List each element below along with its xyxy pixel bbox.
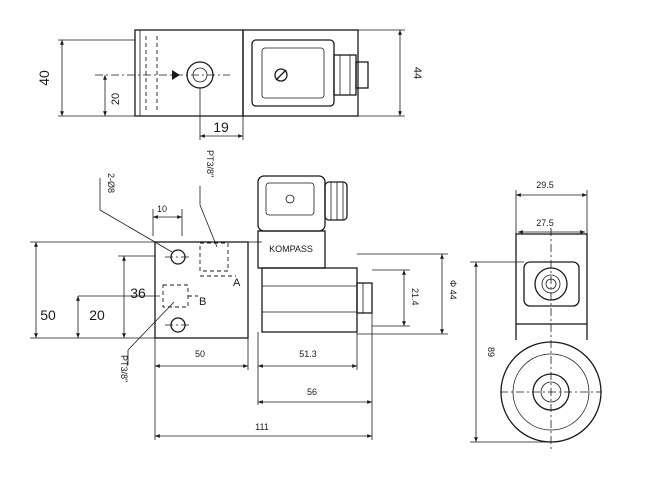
dim-coil-diameter: Φ 44 xyxy=(448,280,458,300)
dim-top-offset: 19 xyxy=(213,119,229,135)
dim-side-inner: 27.5 xyxy=(536,218,554,228)
dim-overall-length: 111 xyxy=(255,422,269,432)
front-view: A B KOMPASS 2-Ø8 PT3/8" PT3/8" 10 xyxy=(30,150,458,440)
dim-side-outer: 29.5 xyxy=(536,180,554,190)
dim-front-height: 50 xyxy=(40,307,56,323)
port-a-label: A xyxy=(233,277,241,289)
dim-coil-start: 51.3 xyxy=(299,349,317,359)
side-nut-circle xyxy=(534,267,568,301)
dim-top-coil: 44 xyxy=(411,67,423,79)
top-view: 40 20 19 44 xyxy=(36,29,423,140)
dim-top-port: 20 xyxy=(110,93,122,105)
brand-label: KOMPASS xyxy=(269,244,313,254)
dim-hole-spacing: 10 xyxy=(157,204,167,214)
dim-body-width: 50 xyxy=(195,349,205,359)
side-view: 29.5 27.5 89 xyxy=(470,180,602,450)
dim-nut: 21.4 xyxy=(410,288,420,306)
holes-label: 2-Ø8 xyxy=(106,173,116,193)
coil-screw-icon xyxy=(274,68,288,82)
dim-front-port-center: 36 xyxy=(130,285,146,301)
port-top-label: PT3/8" xyxy=(205,150,215,177)
dim-front-port: 20 xyxy=(89,307,105,323)
port-bottom-label: PT3/8" xyxy=(119,355,129,382)
dim-side-height: 89 xyxy=(486,347,496,357)
port-b-label: B xyxy=(199,296,206,308)
dim-top-height: 40 xyxy=(36,70,52,86)
dim-coil-length: 56 xyxy=(307,387,317,397)
